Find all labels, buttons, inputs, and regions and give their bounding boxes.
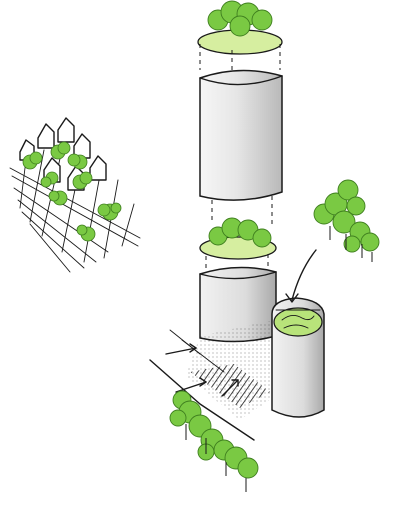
top-roof-garden (197, 0, 283, 80)
right-tree-cluster-icon (313, 179, 380, 262)
bottom-tree-cluster-icon (169, 390, 259, 492)
secondary-tower (271, 297, 325, 418)
top-tree-cluster-icon (207, 0, 273, 37)
small-trees (22, 141, 122, 242)
middle-roof-garden (199, 217, 277, 272)
tower-upper-volume (199, 69, 283, 224)
entry-arrows (165, 343, 239, 397)
arrow-icon (285, 249, 317, 303)
urban-grid-with-houses (9, 117, 141, 273)
